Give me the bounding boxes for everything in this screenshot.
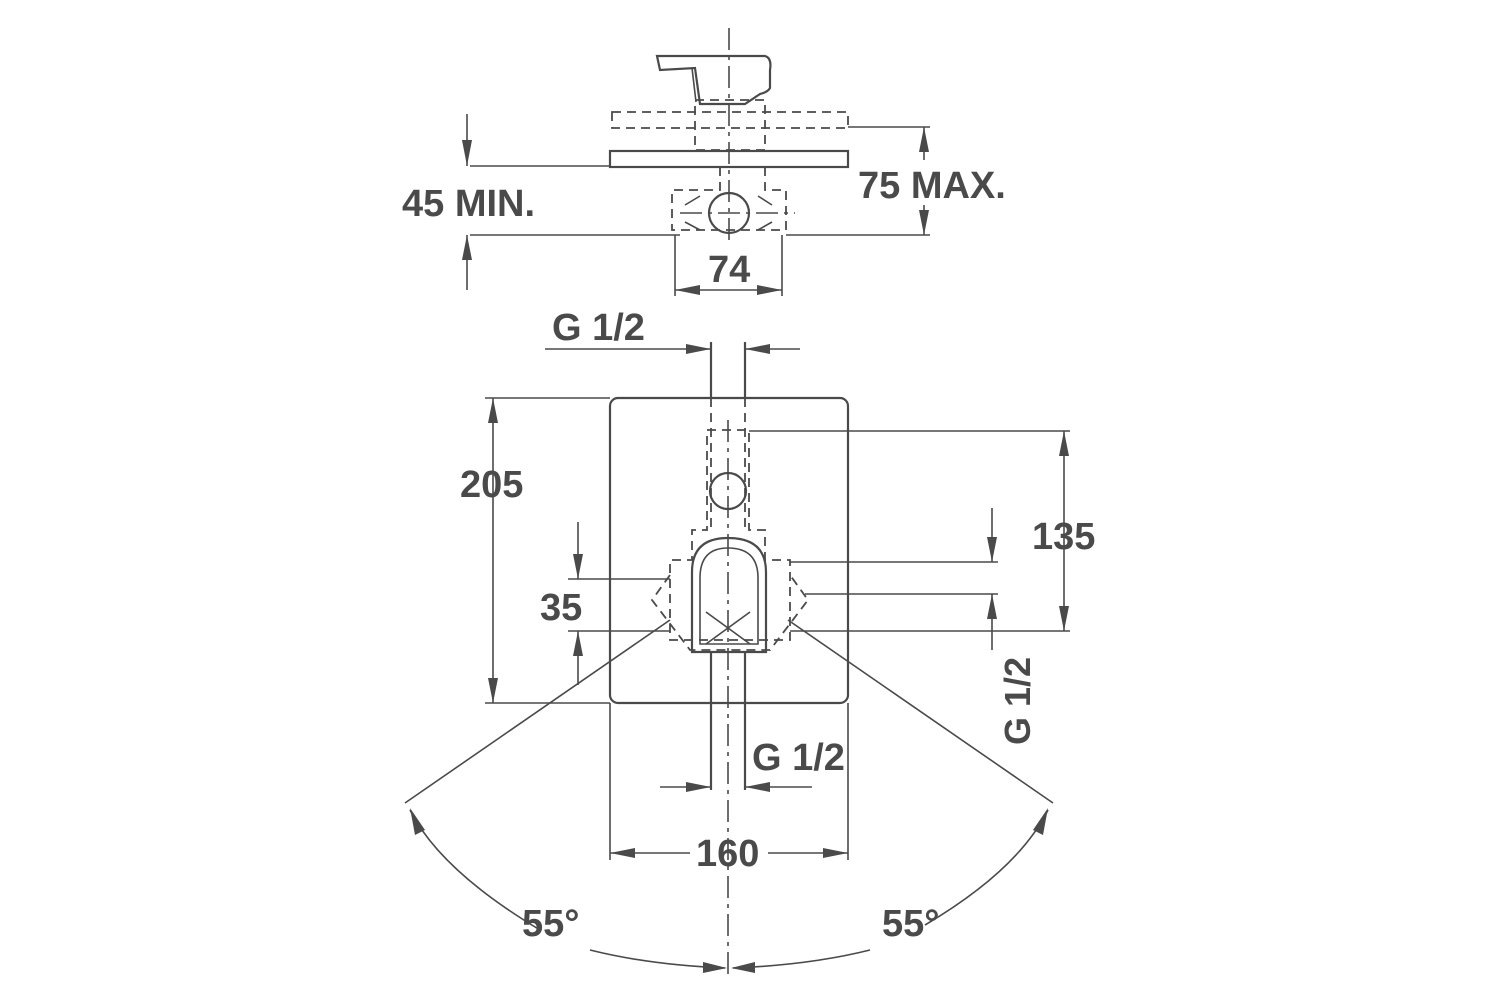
arrow-icon [573, 631, 583, 656]
arrow-icon [462, 235, 472, 260]
front-handle-inner [699, 547, 759, 645]
rotation-arc-left-upper [409, 809, 541, 931]
arrow-icon [1059, 606, 1069, 631]
angle-right-label: 55° [882, 903, 939, 945]
plate-width-label: 160 [696, 833, 759, 875]
body-width-label: 74 [708, 249, 750, 291]
side-view: 45 MIN. 75 MAX. 74 [402, 28, 1006, 296]
outlet-bottom-label: G 1/2 [752, 737, 845, 779]
arrow-icon [1059, 431, 1069, 456]
arrow-icon [919, 210, 929, 235]
handle-detail [691, 67, 697, 103]
spacing-label: 35 [540, 587, 582, 629]
arrow-icon [987, 594, 997, 619]
arrow-icon [488, 398, 498, 423]
arrow-icon [745, 782, 770, 792]
angle-left-label: 55° [522, 903, 579, 945]
rotation-body-hidden [650, 574, 810, 651]
min-depth-label: 45 MIN. [402, 183, 535, 225]
wall-plate-max-hidden [611, 111, 849, 129]
arrow-icon [919, 127, 929, 152]
outlet-right-label: G 1/2 [997, 657, 1038, 745]
rotation-limit-right [787, 619, 1054, 804]
arrow-icon [823, 848, 848, 858]
arrow-icon [731, 962, 755, 973]
arrow-icon [757, 285, 782, 295]
handle-stem-hidden [694, 99, 766, 151]
inlet-top-label: G 1/2 [552, 307, 645, 349]
plate-height-label: 205 [460, 464, 523, 506]
inner-body-hidden [669, 429, 791, 641]
arrow-icon [1033, 808, 1048, 835]
front-view: G 1/2 G 1/2 205 [404, 307, 1095, 975]
arrow-icon [686, 344, 711, 354]
front-handle [690, 536, 768, 654]
arrow-icon [745, 344, 770, 354]
rotation-arc-right-upper [924, 809, 1049, 926]
rotation-limit-left [404, 619, 671, 804]
center-height-label: 135 [1032, 516, 1095, 558]
arrow-icon [686, 782, 711, 792]
arrow-icon [675, 285, 700, 295]
arrow-icon [488, 678, 498, 703]
arrow-icon [410, 808, 425, 835]
arrow-icon [573, 554, 583, 579]
body-detail [684, 195, 773, 231]
max-depth-label: 75 MAX. [858, 165, 1006, 207]
arrow-icon [462, 140, 472, 166]
handle-lever [655, 54, 772, 106]
arrow-icon [703, 962, 727, 973]
arrow-icon [610, 848, 635, 858]
arrow-icon [987, 537, 997, 562]
cover-plate [608, 396, 850, 705]
